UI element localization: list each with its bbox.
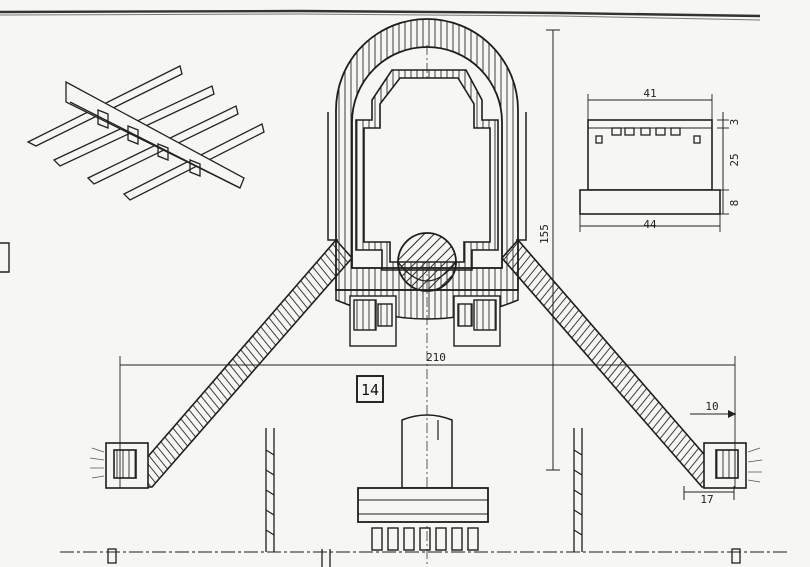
detail-height-middle: 25	[728, 153, 741, 166]
dimension-17-label: 17	[700, 493, 713, 506]
left-edge-bracket	[0, 242, 10, 273]
figure-number: 14	[361, 381, 379, 399]
dimension-17: 17	[683, 486, 735, 506]
detail-top-width: 41	[643, 87, 656, 100]
central-boss	[397, 232, 457, 292]
grid-sketch-perspective	[26, 65, 265, 201]
tower-base	[357, 487, 489, 523]
right-mast	[573, 428, 583, 552]
detail-bottom-width: 44	[643, 218, 657, 231]
plan-view	[105, 18, 747, 567]
sheet-top-border	[0, 9, 761, 21]
left-stair-block	[349, 295, 397, 347]
central-ring	[335, 18, 519, 291]
window-row	[371, 527, 479, 551]
right-stair-block	[453, 295, 501, 347]
left-arm-band	[119, 238, 354, 488]
figure-number-box: 14	[356, 375, 384, 403]
detail-view	[579, 94, 729, 232]
left-mast	[265, 428, 275, 552]
elevation-view	[60, 414, 790, 567]
dimension-10: 10	[690, 400, 736, 418]
right-arm-end	[703, 442, 747, 489]
dimension-210-label: 210	[426, 351, 446, 364]
right-arm-band	[500, 238, 735, 488]
end-shading	[89, 447, 763, 483]
left-arm-end	[105, 442, 149, 489]
detail-height-bottom: 8	[728, 200, 741, 207]
dimension-155: 155	[538, 29, 560, 471]
detail-height-top: 3	[728, 119, 741, 126]
central-tower	[401, 414, 453, 489]
dimension-155-label: 155	[538, 224, 551, 244]
inner-opening	[355, 69, 499, 271]
dimension-210: 210	[119, 351, 736, 488]
dimension-10-label: 10	[705, 400, 718, 413]
